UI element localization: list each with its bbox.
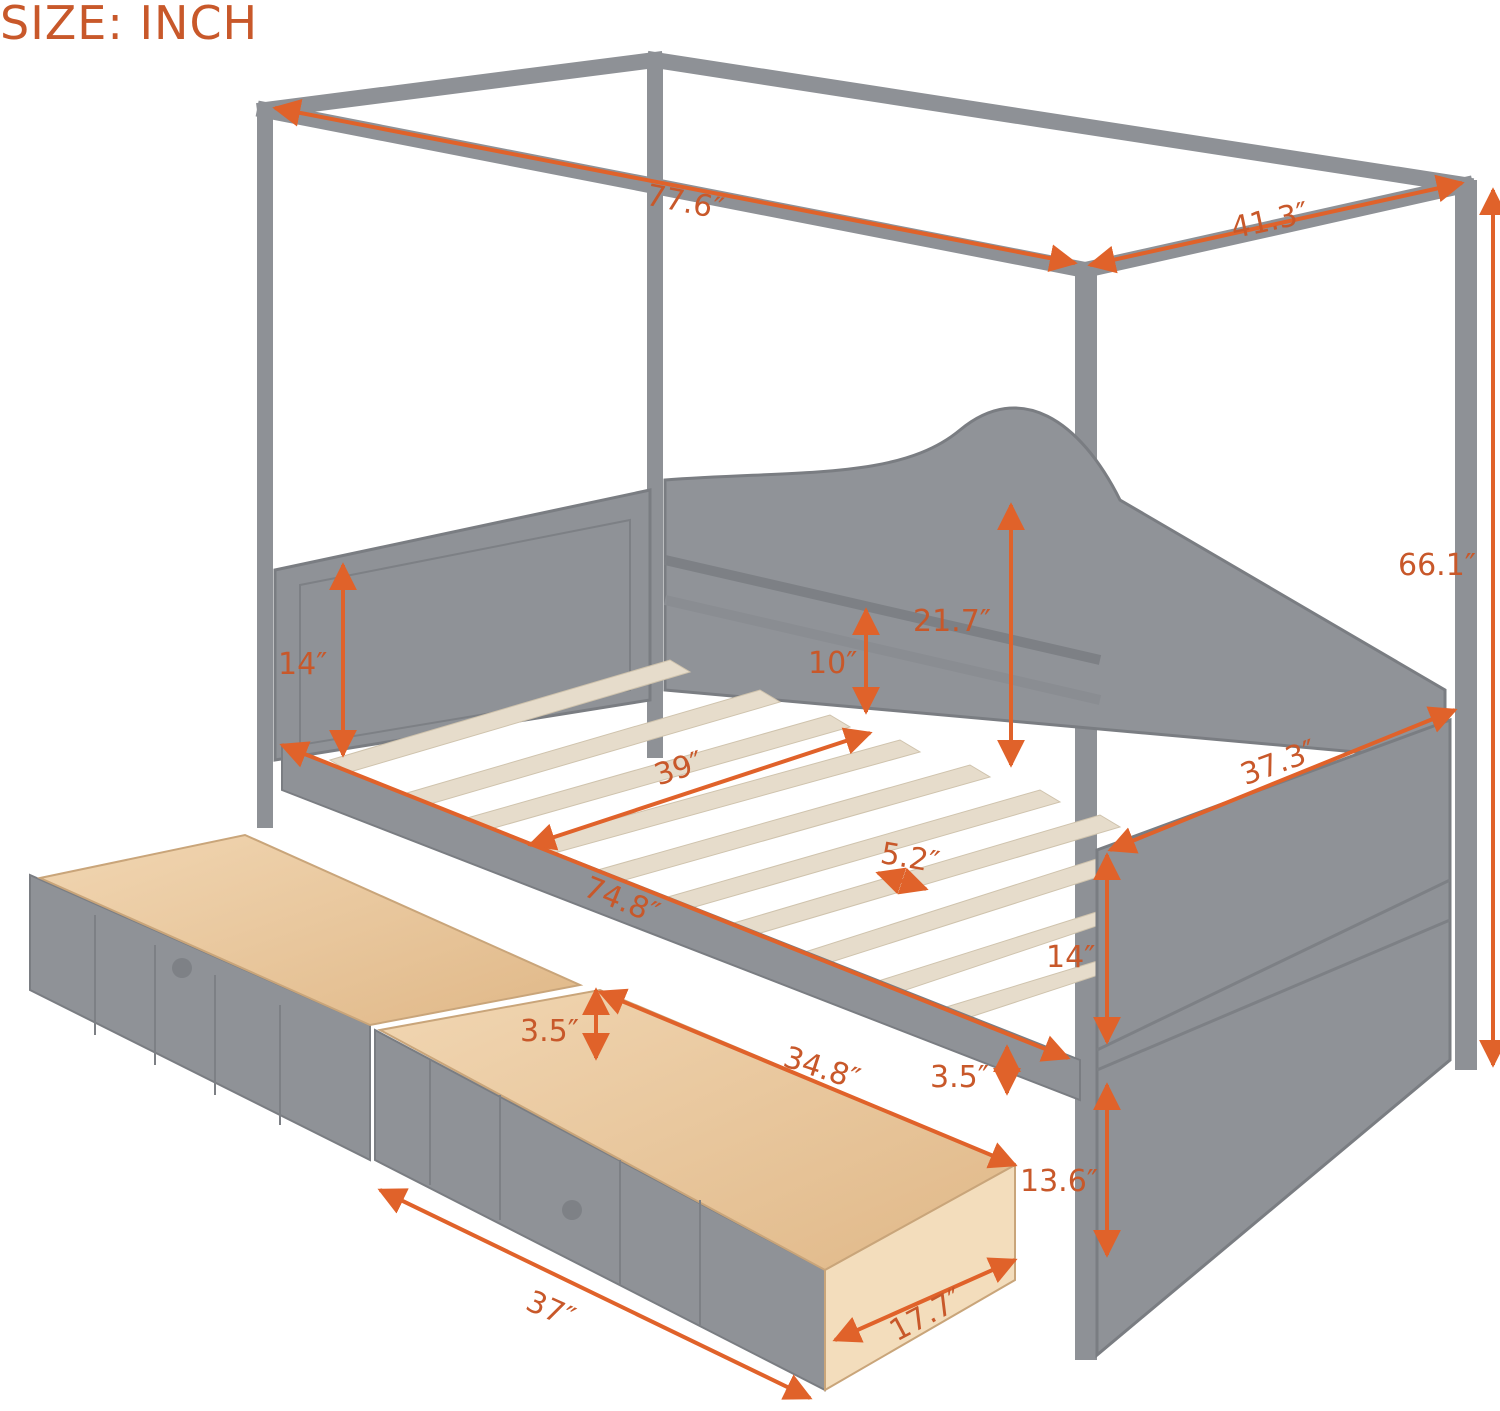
backrest-gap-label: 10″ xyxy=(808,646,858,681)
headboard xyxy=(273,488,652,762)
rail-height-label: 3.5″ xyxy=(930,1060,989,1095)
canopy-frame xyxy=(255,50,1475,280)
total-height-label: 66.1″ xyxy=(1398,548,1477,583)
backrest-height-label: 21.7″ xyxy=(913,604,992,639)
drawer-depth-label: 13.6″ xyxy=(1020,1164,1099,1199)
drawer-height-label: 3.5″ xyxy=(520,1014,579,1049)
size-unit-title: SIZE: INCH xyxy=(0,0,259,50)
headboard-height-label: 14″ xyxy=(278,647,328,682)
dimension-arrows xyxy=(272,99,1500,1400)
footboard-height-label: 14″ xyxy=(1046,940,1096,975)
footboard xyxy=(1095,717,1452,1359)
